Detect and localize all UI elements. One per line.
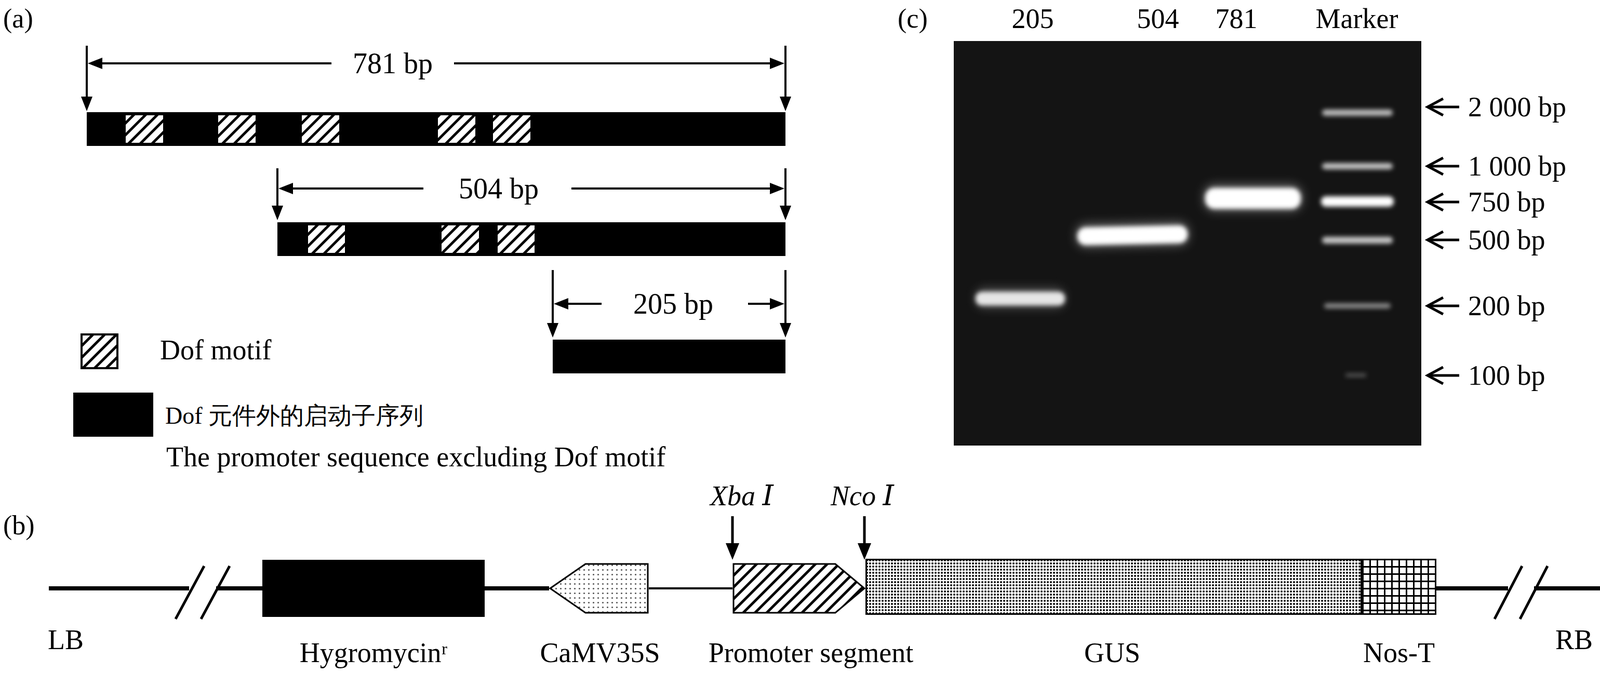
panel-letter: (c) (897, 3, 928, 35)
part-shape (549, 563, 649, 615)
part-shape (732, 563, 866, 615)
legend-subtext: The promoter sequence excluding Dof moti… (166, 441, 666, 474)
border-label: RB (1555, 623, 1593, 657)
promoter-arrow: Promoter segment (732, 563, 866, 615)
part-label: Nos-T (1363, 636, 1435, 670)
backbone-line (648, 588, 733, 590)
lane-label: 781 (1215, 2, 1258, 35)
part-label: GUS (1084, 636, 1141, 670)
size-label: 500 bp (1468, 223, 1546, 257)
size-label: 200 bp (1468, 289, 1546, 323)
site-arrows (725, 516, 872, 560)
promoter-arrow: CaMV35S (549, 563, 649, 615)
size-label: 1 000 bp (1468, 150, 1567, 183)
legend-sample (80, 333, 119, 370)
dimension-arrows (81, 45, 792, 338)
part-shape (262, 560, 485, 618)
legend-text: Dof 元件外的启动子序列 (165, 402, 424, 431)
part-shape (1362, 558, 1437, 616)
resistance-gene: Hygromycinʳ (262, 560, 485, 618)
part-shape (865, 558, 1363, 616)
gel-image (953, 41, 1422, 446)
lane-label: 504 (1137, 2, 1180, 35)
restriction-site: Xba Ⅰ (710, 480, 774, 513)
panel-letter: (b) (3, 510, 35, 542)
promoter-bars (86, 112, 786, 374)
border-label: LB (47, 623, 84, 657)
terminator-box: Nos-T (1362, 558, 1437, 616)
lane-label: 205 (1011, 2, 1055, 35)
size-label: 100 bp (1468, 359, 1546, 392)
restriction-site: Nco Ⅰ (830, 480, 895, 513)
size-label: 750 bp (1468, 185, 1546, 219)
marker-arrows (1427, 98, 1460, 384)
backbone-line (484, 588, 550, 590)
reporter-gene: GUS (865, 558, 1363, 616)
legend-text: Dof motif (160, 334, 272, 367)
part-label: CaMV35S (539, 636, 660, 670)
dimension-label: 781 bp (352, 46, 433, 80)
part-label: Promoter segment (708, 636, 914, 670)
dimension-label: 205 bp (633, 287, 714, 321)
panel-letter: (a) (3, 3, 34, 35)
dimension-label: 504 bp (458, 171, 539, 206)
legend-swatch (73, 392, 154, 437)
lane-label: Marker (1315, 2, 1399, 35)
part-label: Hygromycinʳ (299, 636, 448, 670)
size-label: 2 000 bp (1468, 90, 1567, 124)
